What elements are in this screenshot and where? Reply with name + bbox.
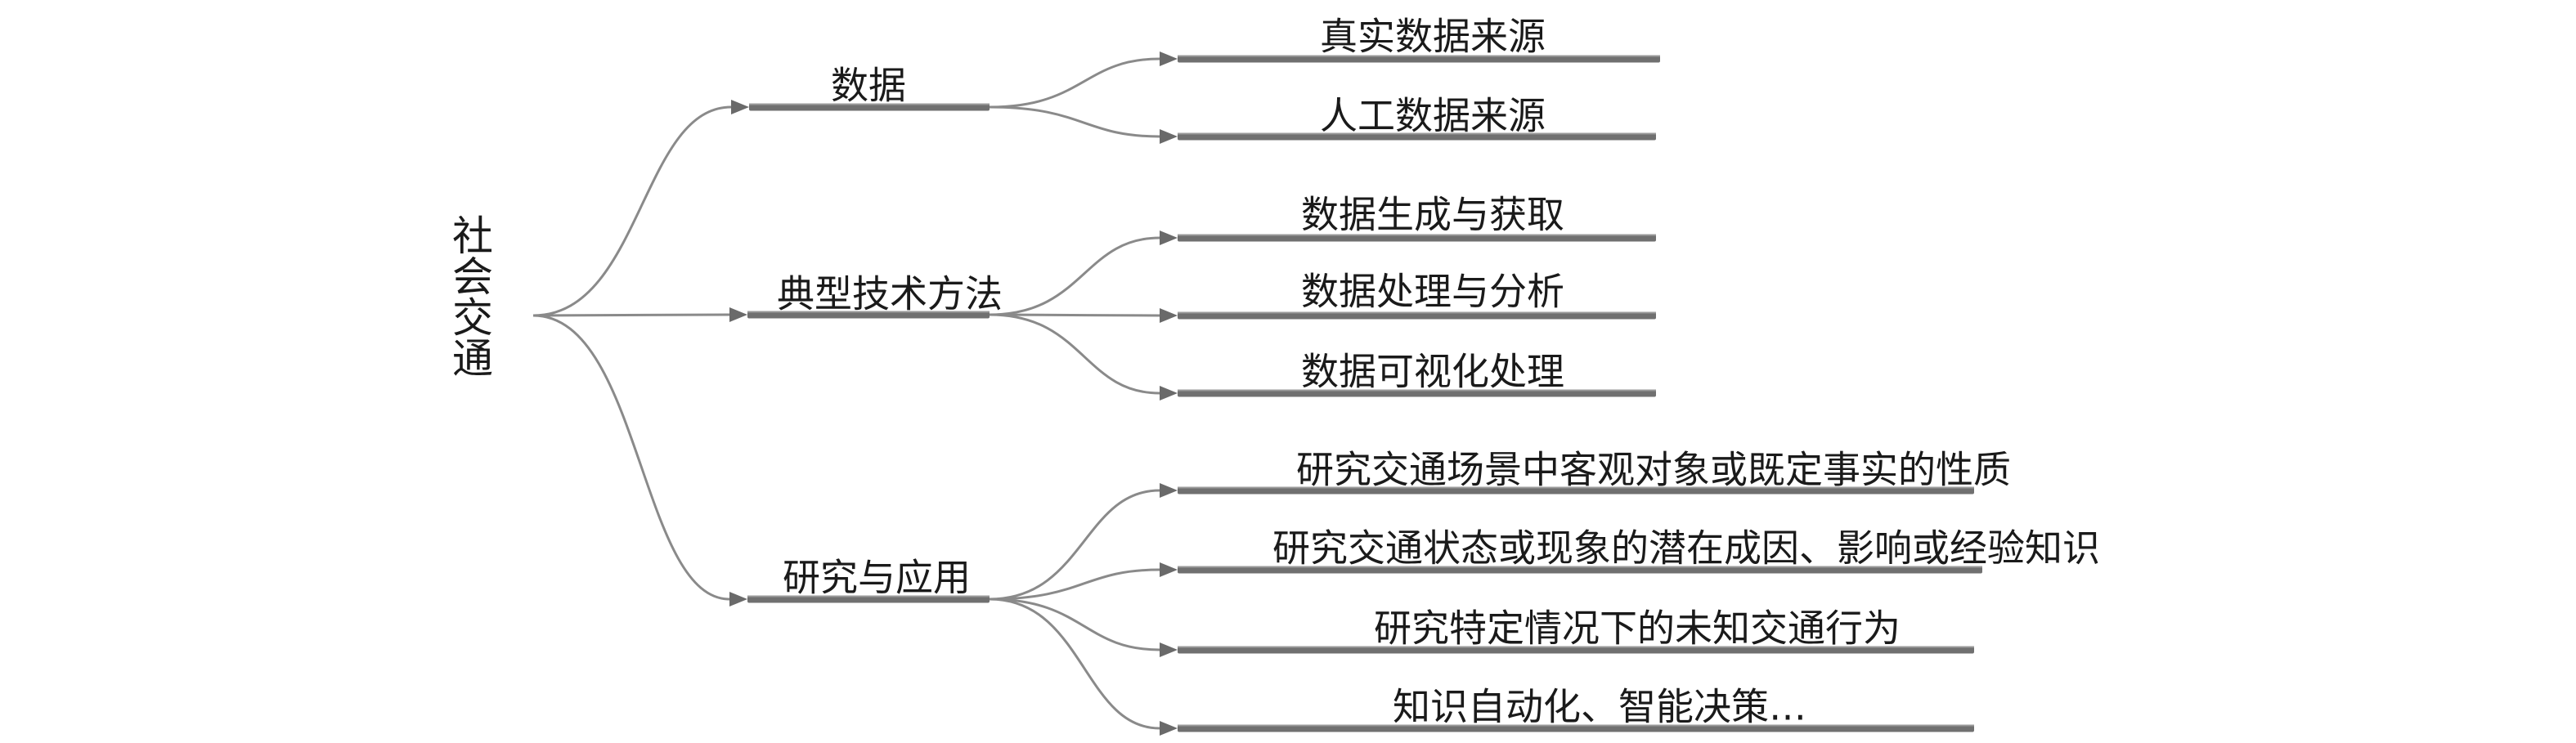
category-bar (749, 103, 990, 111)
category-bar-highlight (749, 103, 990, 105)
arrowhead-icon (729, 592, 747, 606)
leaf-bar-highlight (1178, 132, 1656, 135)
leaf-bar-highlight (1178, 311, 1656, 314)
leaf-label: 研究交通场景中客观对象或既定事实的性质 (1296, 448, 2011, 492)
arrowhead-icon (731, 100, 749, 114)
root-label-char: 通 (452, 335, 493, 383)
leaf-label: 数据生成与获取 (1301, 193, 1564, 237)
leaf-bar-highlight (1178, 234, 1656, 236)
leaf-bar-highlight (1178, 389, 1656, 392)
leaf-label: 研究交通状态或现象的潜在成因、影响或经验知识 (1272, 526, 2100, 571)
root-label-char: 会 (452, 253, 493, 301)
arrowhead-icon (1160, 231, 1178, 245)
category-to-leaf-connector (989, 313, 1160, 317)
category-bar-highlight (747, 311, 990, 313)
leaf-bar-highlight (1178, 486, 1974, 489)
leaf-bar-highlight (1178, 55, 1660, 57)
leaf-label: 知识自动化、智能决策… (1393, 685, 1806, 729)
category-label: 研究与应用 (783, 556, 971, 600)
category-to-leaf-connector (989, 489, 1160, 601)
leaf-label: 真实数据来源 (1320, 15, 1546, 59)
category-bar-highlight (747, 595, 990, 598)
leaf-label: 研究特定情况下的未知交通行为 (1374, 606, 1901, 651)
arrowhead-icon (1160, 562, 1178, 577)
category-label: 典型技术方法 (777, 272, 1003, 316)
category-to-leaf-connector (989, 313, 1160, 395)
arrowhead-icon (729, 307, 747, 322)
category-label: 数据 (831, 64, 906, 108)
category-to-leaf-connector (989, 598, 1160, 651)
root-to-category-connector (532, 313, 730, 317)
leaf-bar (1178, 55, 1660, 63)
category-bar (747, 311, 990, 319)
leaf-bar (1178, 132, 1656, 141)
leaf-label: 数据可视化处理 (1301, 350, 1564, 394)
leaf-bar (1178, 486, 1974, 495)
arrowhead-icon (1160, 483, 1178, 498)
leaf-bar (1178, 566, 1982, 574)
category-to-leaf-connector (989, 236, 1160, 316)
leaf-label: 人工数据来源 (1320, 94, 1546, 138)
leaf-bar (1178, 234, 1656, 242)
root-to-category-connector (532, 314, 730, 601)
leaf-bar-highlight (1178, 566, 1982, 568)
arrowhead-icon (1160, 386, 1178, 401)
root-to-category-connector (532, 105, 732, 317)
leaf-bar (1178, 646, 1974, 654)
leaf-bar-highlight (1178, 646, 1974, 648)
root-label-char: 交 (452, 294, 493, 342)
category-to-leaf-connector (989, 568, 1160, 601)
leaf-bar (1178, 724, 1974, 732)
arrowhead-icon (1160, 308, 1178, 323)
arrowhead-icon (1160, 129, 1178, 144)
leaf-bar-highlight (1178, 724, 1974, 727)
arrowhead-icon (1160, 642, 1178, 657)
root-label-char: 社 (452, 213, 493, 260)
category-to-leaf-connector (989, 598, 1160, 730)
arrowhead-icon (1160, 51, 1178, 66)
arrowhead-icon (1160, 721, 1178, 736)
leaf-bar (1178, 311, 1656, 320)
category-bar (747, 595, 990, 603)
underline-bars (747, 55, 1982, 732)
connector-lines (532, 51, 1178, 736)
category-to-leaf-connector (989, 105, 1160, 138)
leaf-label: 数据处理与分析 (1301, 270, 1564, 314)
leaf-bar (1178, 389, 1656, 397)
category-to-leaf-connector (989, 57, 1160, 109)
